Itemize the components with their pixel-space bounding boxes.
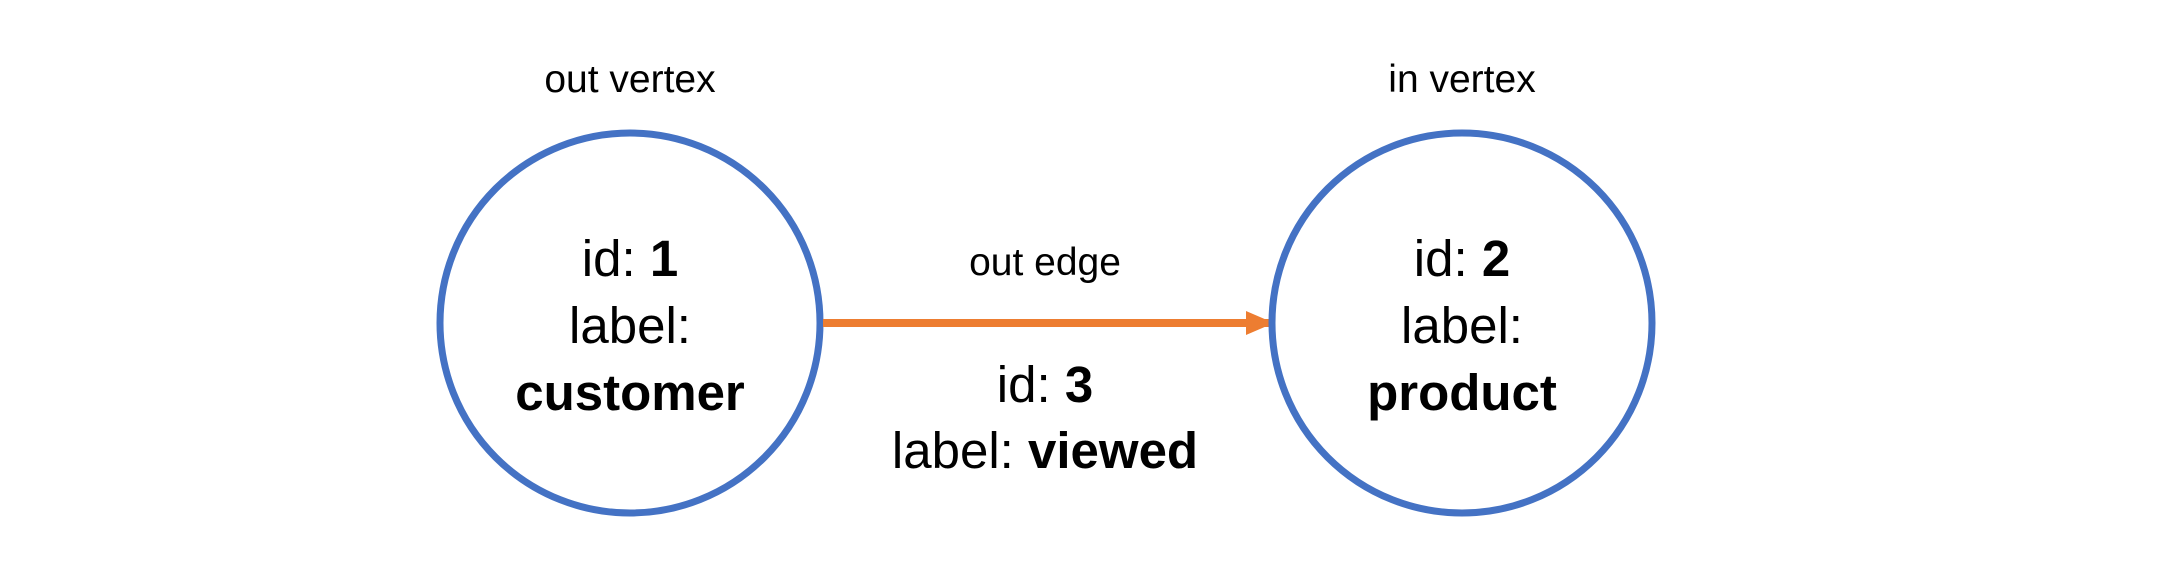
in-vertex: in vertex id: 2 label: product xyxy=(1268,58,1656,517)
out-vertex-id-value: 1 xyxy=(650,230,678,287)
edge-id-prefix: id: xyxy=(997,356,1065,413)
out-vertex-label-value: customer xyxy=(515,364,745,421)
in-vertex-id-prefix: id: xyxy=(1414,230,1482,287)
out-edge: out edge id: 3 label: viewed xyxy=(823,241,1274,479)
edge-label: label: viewed xyxy=(892,422,1198,479)
in-vertex-label-prefix: label: xyxy=(1401,297,1523,354)
out-vertex: out vertex id: 1 label: customer xyxy=(436,58,824,517)
out-vertex-caption: out vertex xyxy=(544,58,716,101)
in-vertex-caption: in vertex xyxy=(1388,58,1536,101)
edge-label-value: viewed xyxy=(1028,422,1198,479)
edge-id: id: 3 xyxy=(997,356,1093,413)
in-vertex-circle xyxy=(1268,129,1656,517)
edge-caption: out edge xyxy=(969,241,1121,284)
in-vertex-id: id: 2 xyxy=(1414,230,1510,287)
edge-label-prefix: label: xyxy=(892,422,1028,479)
out-vertex-circle xyxy=(436,129,824,517)
out-vertex-id-prefix: id: xyxy=(582,230,650,287)
in-vertex-label-value: product xyxy=(1367,364,1557,421)
out-vertex-label-prefix: label: xyxy=(569,297,691,354)
in-vertex-id-value: 2 xyxy=(1482,230,1510,287)
out-vertex-id: id: 1 xyxy=(582,230,678,287)
edge-id-value: 3 xyxy=(1065,356,1093,413)
